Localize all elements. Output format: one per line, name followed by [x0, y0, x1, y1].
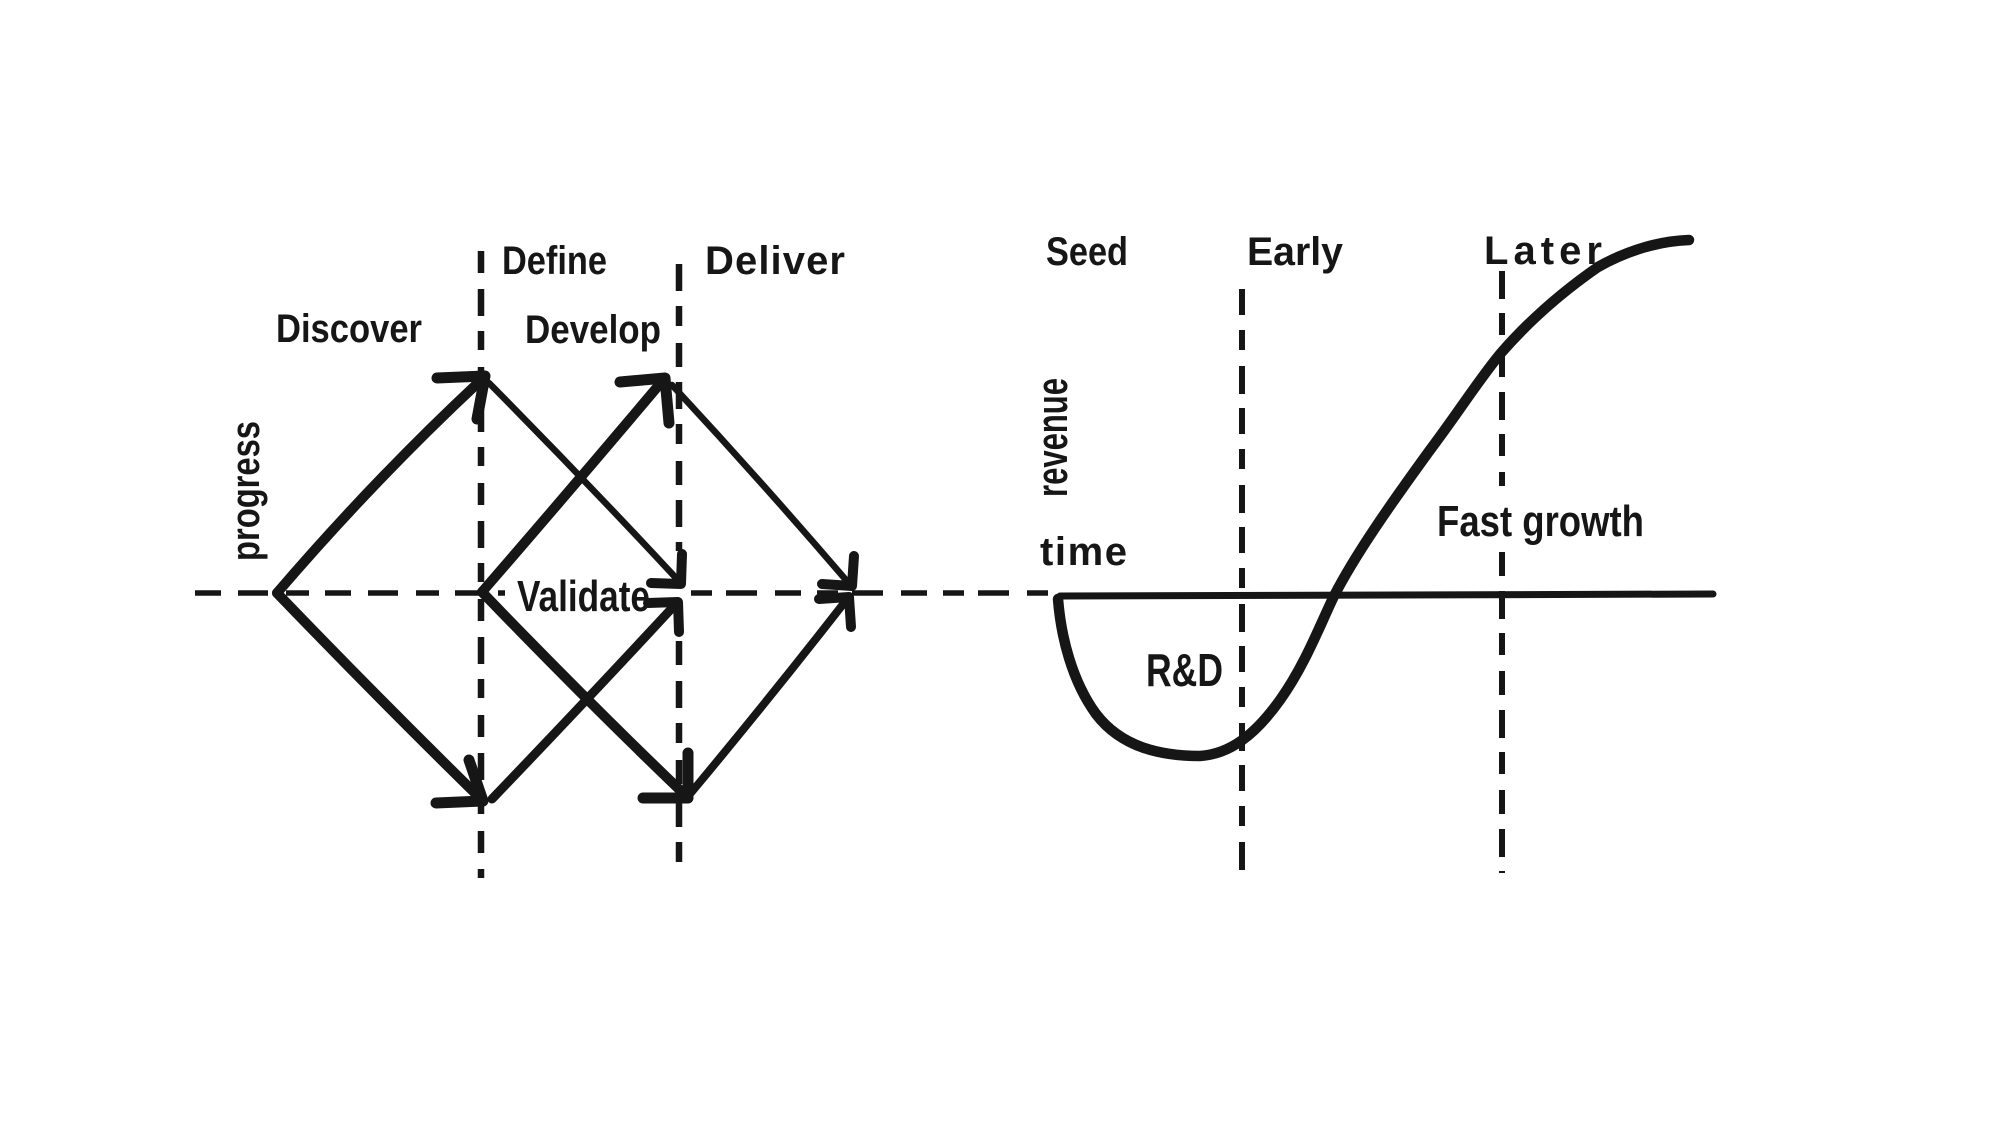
- svg-text:R&D: R&D: [1146, 644, 1223, 696]
- svg-text:progress: progress: [224, 421, 268, 561]
- svg-text:revenue: revenue: [1028, 378, 1077, 497]
- svg-text:time: time: [1040, 530, 1127, 574]
- svg-text:Discover: Discover: [276, 307, 422, 351]
- svg-text:Define: Define: [502, 239, 607, 283]
- svg-text:Early: Early: [1247, 230, 1344, 274]
- svg-text:Seed: Seed: [1046, 230, 1128, 274]
- svg-text:Develop: Develop: [525, 308, 661, 352]
- svg-text:Fast growth: Fast growth: [1437, 497, 1644, 546]
- svg-text:Validate: Validate: [517, 572, 650, 621]
- svg-text:Deliver: Deliver: [705, 239, 845, 283]
